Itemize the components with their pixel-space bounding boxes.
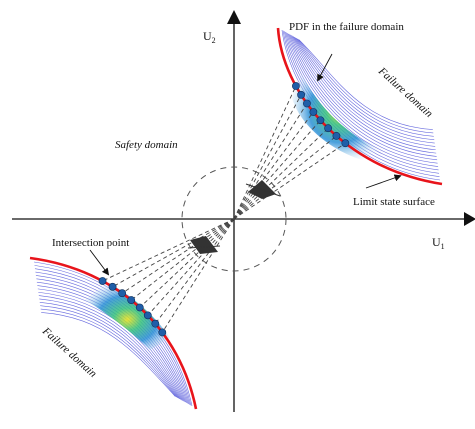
sampling-line xyxy=(233,127,329,220)
contour-arc xyxy=(298,39,433,130)
safety-domain-label: Safety domain xyxy=(115,139,178,151)
contour-arc xyxy=(287,33,438,164)
intersection-point xyxy=(151,319,160,328)
sampling-line xyxy=(147,218,235,316)
intersection-point xyxy=(292,82,300,90)
sampling-line xyxy=(121,218,235,294)
intersection-point xyxy=(127,296,136,304)
intersection-point xyxy=(309,108,318,116)
intersection-point xyxy=(297,90,305,99)
limit-state-pointer xyxy=(365,174,402,189)
contour-arc xyxy=(290,34,437,154)
sampling-line xyxy=(233,94,302,220)
contour-arc xyxy=(296,38,434,137)
intersection-point xyxy=(324,124,333,133)
sampling-line xyxy=(233,111,314,220)
u2-axis-label: U2 xyxy=(203,29,216,45)
intersection-point xyxy=(332,131,341,140)
intersection-point xyxy=(135,303,144,312)
limit-state-label: Limit state surface xyxy=(353,196,435,208)
intersection-point xyxy=(98,277,107,285)
sampling-line xyxy=(130,218,235,301)
upper-arrow-bundle xyxy=(245,180,281,199)
u2-axis-arrow xyxy=(227,10,241,24)
failure-domain-upper-label: Failure domain xyxy=(375,65,435,121)
failure-domain-lower-label: Failure domain xyxy=(39,325,99,381)
intersection-point xyxy=(118,289,127,298)
pdf-pointer xyxy=(317,53,333,82)
contour-arc xyxy=(294,36,435,144)
contour-arc xyxy=(39,302,179,399)
upper-limit-state-curve xyxy=(276,27,443,186)
sampling-line xyxy=(233,142,346,220)
sampling-line xyxy=(139,218,235,308)
sampling-line xyxy=(112,218,235,288)
u1-axis-arrow xyxy=(464,212,475,226)
contour-arc xyxy=(40,305,178,398)
intersection-point xyxy=(143,311,152,320)
sampling-line xyxy=(233,103,308,220)
contour-arc xyxy=(291,35,436,151)
contour-arc xyxy=(289,34,437,157)
sampling-lines xyxy=(102,85,346,333)
lower-arrow-bundle xyxy=(187,236,221,254)
intersection-point xyxy=(108,282,117,291)
intersection-point xyxy=(303,99,311,108)
safety-circle xyxy=(181,166,287,272)
contour-arc xyxy=(292,36,436,147)
lower-pdf-patch xyxy=(85,282,170,350)
sampling-line xyxy=(233,119,321,220)
contour-arc xyxy=(288,33,438,161)
axes xyxy=(12,10,475,412)
sampling-line xyxy=(154,218,235,324)
u1-axis-label: U1 xyxy=(432,235,445,251)
contour-arc xyxy=(295,37,435,140)
intersection-point xyxy=(341,139,350,148)
upper-pdf-patch xyxy=(292,70,380,160)
contour-arc xyxy=(41,312,176,397)
intersection-pointer xyxy=(89,249,110,276)
intersection-point-label: Intersection point xyxy=(52,237,129,249)
intersection-markers xyxy=(98,82,350,337)
sampling-line xyxy=(161,218,235,333)
contour-arc xyxy=(38,295,182,400)
contour-arc xyxy=(297,38,434,134)
pdf-label: PDF in the failure domain xyxy=(289,21,404,33)
sampling-line xyxy=(102,218,235,282)
contour-arc xyxy=(39,298,180,400)
sampling-line xyxy=(233,135,337,220)
intersection-point xyxy=(316,116,325,125)
intersection-point xyxy=(158,328,167,337)
contour-arc xyxy=(286,32,439,167)
contour-arc xyxy=(40,308,177,398)
sampling-line xyxy=(233,85,297,220)
